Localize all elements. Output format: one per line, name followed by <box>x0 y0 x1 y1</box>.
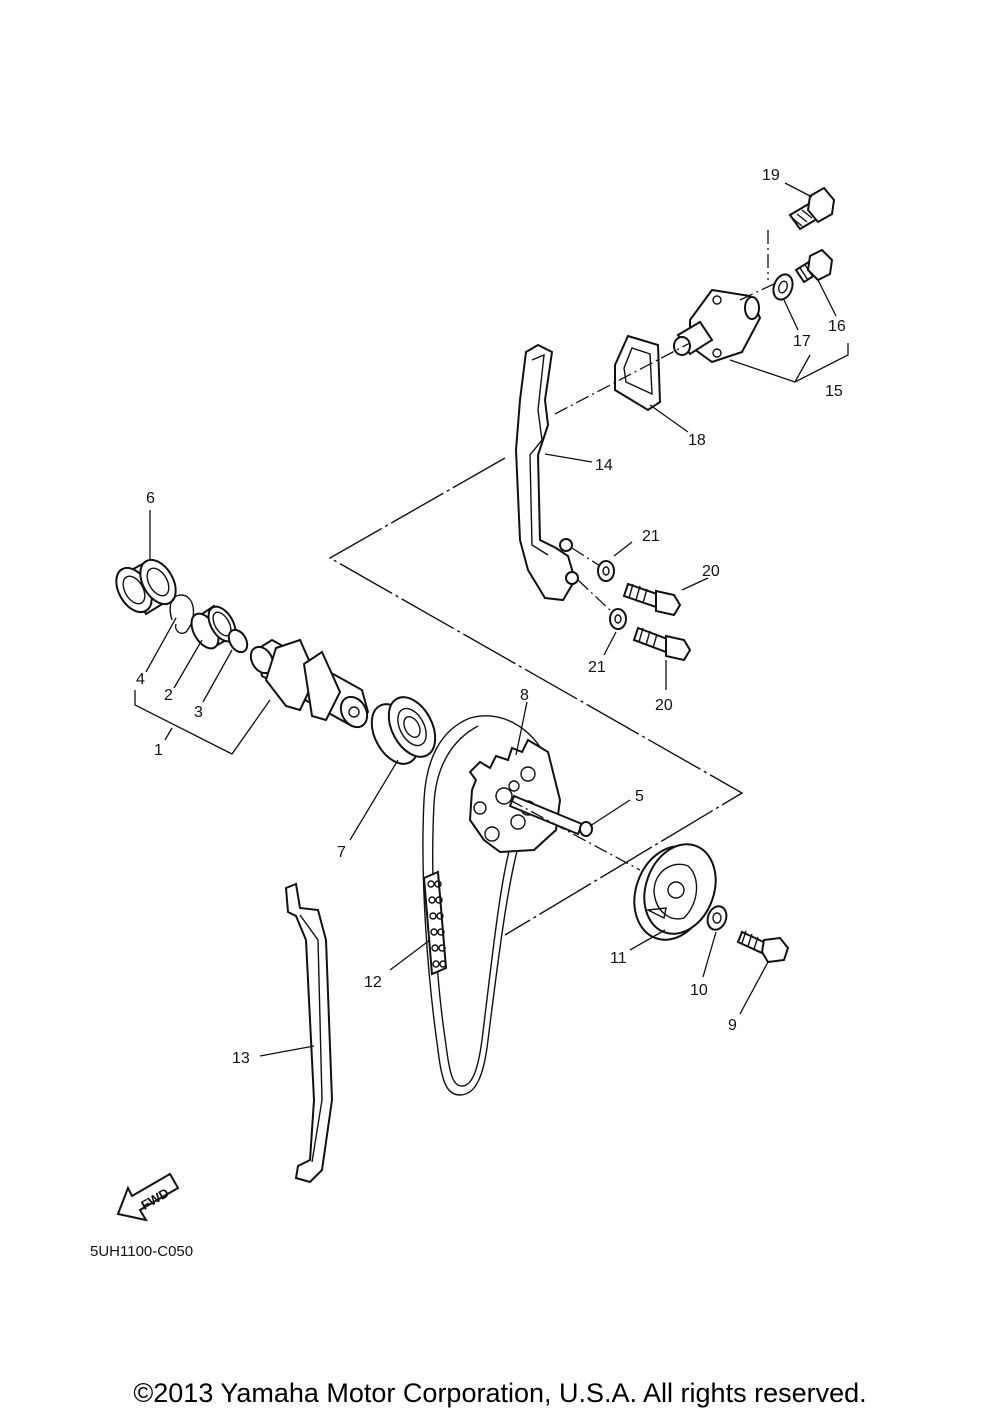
callout-6: 6 <box>146 490 155 507</box>
copyright-notice: ©2013 Yamaha Motor Corporation, U.S.A. A… <box>133 1378 867 1408</box>
dowel-pin-5 <box>508 794 593 837</box>
callout-3: 3 <box>194 704 203 721</box>
callout-21-lower: 21 <box>588 659 606 676</box>
callout-20-lower: 20 <box>655 697 673 714</box>
callout-11: 11 <box>610 950 627 967</box>
bolt-20-upper <box>622 582 682 617</box>
callout-4: 4 <box>136 671 145 688</box>
bolt-9 <box>736 930 790 964</box>
washer-10 <box>706 905 728 931</box>
callout-5: 5 <box>635 788 644 805</box>
plug-16 <box>794 248 834 284</box>
assembly-outline <box>328 457 744 936</box>
bearing-6 <box>115 558 177 616</box>
callout-12: 12 <box>364 974 382 991</box>
callout-20-upper: 20 <box>702 563 720 580</box>
callout-15: 15 <box>825 383 843 400</box>
forward-arrow-icon: FWD <box>116 1172 180 1222</box>
gasket-17 <box>772 273 794 301</box>
plate-11 <box>633 843 717 941</box>
camshaft-1 <box>249 638 370 729</box>
bearing-7 <box>370 696 437 765</box>
tensioner-15 <box>673 288 762 364</box>
o-ring-3 <box>227 628 249 654</box>
callout-9: 9 <box>728 1017 737 1034</box>
callout-1: 1 <box>154 742 163 759</box>
callout-17: 17 <box>793 333 811 350</box>
callout-2: 2 <box>164 687 173 704</box>
gasket-18 <box>614 334 662 412</box>
chain-guide-14 <box>514 343 579 602</box>
washer-21-upper <box>597 560 615 582</box>
leader-lines <box>134 182 849 1057</box>
callout-13: 13 <box>232 1050 250 1067</box>
callout-21-upper: 21 <box>642 528 660 545</box>
circlip-4 <box>169 594 195 634</box>
chain-guide-13 <box>284 882 334 1184</box>
bolt-19 <box>788 186 836 231</box>
callout-10: 10 <box>690 982 708 999</box>
diagram-code: 5UH1100-C050 <box>90 1243 193 1260</box>
callout-19: 19 <box>762 167 780 184</box>
callout-18: 18 <box>688 432 706 449</box>
callout-14: 14 <box>595 457 613 474</box>
bolt-20-lower <box>632 626 692 662</box>
callout-7: 7 <box>337 844 346 861</box>
callout-8: 8 <box>520 687 529 704</box>
washer-21-lower <box>609 608 627 630</box>
callout-16: 16 <box>828 318 846 335</box>
